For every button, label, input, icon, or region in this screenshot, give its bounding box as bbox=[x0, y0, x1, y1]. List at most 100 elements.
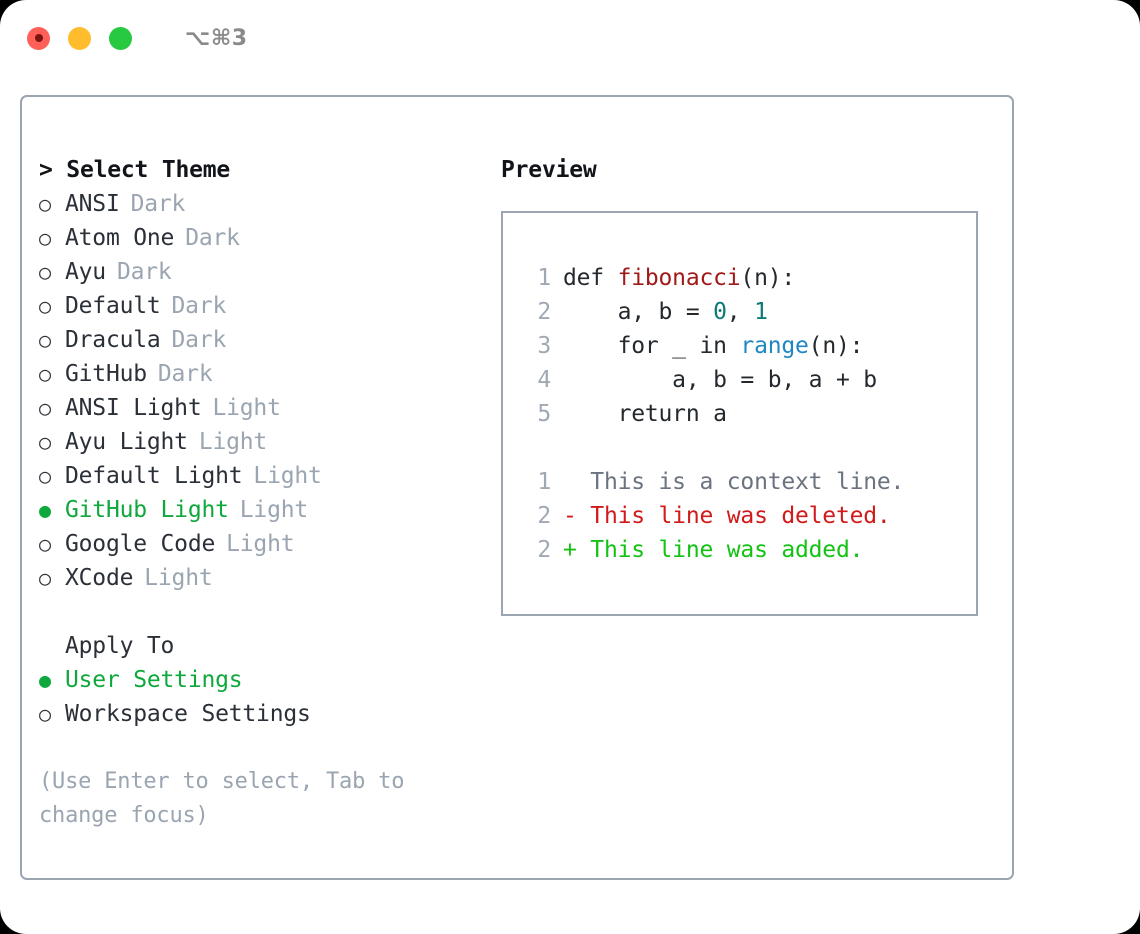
code-token-plain: , bbox=[726, 299, 755, 325]
theme-variant-badge: Light bbox=[212, 395, 281, 421]
line-number: 5 bbox=[537, 401, 551, 427]
radio-unselected-icon: ○ bbox=[39, 702, 51, 726]
theme-variant-badge: Light bbox=[226, 531, 295, 557]
theme-variant-badge: Dark bbox=[171, 327, 227, 353]
code-line: 5 return a bbox=[521, 397, 976, 431]
code-line-content: for _ in range(n): bbox=[563, 329, 864, 363]
line-number: 3 bbox=[537, 333, 551, 359]
code-line-content: def fibonacci(n): bbox=[563, 261, 795, 295]
select-theme-heading: > Select Theme bbox=[39, 157, 231, 183]
code-line-content: return a bbox=[563, 397, 727, 431]
maximize-window-button[interactable] bbox=[109, 26, 132, 50]
diff-line-text: This is a context line. bbox=[590, 469, 905, 495]
diff-line-add: 2 + This line was added. bbox=[521, 533, 976, 567]
diff-marker: - bbox=[563, 503, 591, 529]
code-token-plain: for _ in bbox=[563, 333, 741, 359]
theme-option-label: GitHub bbox=[65, 361, 147, 387]
theme-option-label: XCode bbox=[65, 565, 134, 591]
radio-unselected-icon: ○ bbox=[39, 226, 51, 250]
radio-selected-icon: ● bbox=[39, 668, 51, 692]
theme-option-github[interactable]: ○ GitHub Dark bbox=[39, 357, 489, 391]
close-window-button[interactable] bbox=[27, 26, 50, 50]
code-line: 3 for _ in range(n): bbox=[521, 329, 976, 363]
diff-marker bbox=[563, 465, 590, 499]
radio-unselected-icon: ○ bbox=[39, 532, 51, 556]
theme-option-xcode[interactable]: ○ XCode Light bbox=[39, 561, 489, 595]
code-token-num: 0 bbox=[713, 299, 727, 325]
code-line-content: a, b = b, a + b bbox=[563, 363, 877, 397]
line-number: 2 bbox=[537, 537, 551, 563]
apply-to-option-user-settings[interactable]: ● User Settings bbox=[39, 663, 489, 697]
theme-variant-badge: Dark bbox=[116, 259, 172, 285]
apply-to-section: Apply To ● User Settings ○ Workspace Settin… bbox=[39, 629, 489, 731]
theme-option-label: Atom One bbox=[65, 225, 175, 251]
traffic-lights bbox=[27, 26, 132, 50]
theme-variant-badge: Dark bbox=[157, 361, 213, 387]
theme-option-default[interactable]: ○ Default Dark bbox=[39, 289, 489, 323]
line-number: 2 bbox=[537, 503, 551, 529]
code-token-plain: return a bbox=[563, 401, 727, 427]
code-token-plain: a, b = bbox=[563, 299, 714, 325]
code-token-call: range bbox=[740, 333, 809, 359]
apply-to-heading: Apply To bbox=[65, 633, 175, 659]
code-line-content: a, b = 0, 1 bbox=[563, 295, 768, 329]
theme-variant-badge: Dark bbox=[171, 293, 227, 319]
radio-unselected-icon: ○ bbox=[39, 328, 51, 352]
code-spacer bbox=[521, 431, 976, 465]
code-token-num: 1 bbox=[754, 299, 768, 325]
theme-variant-badge: Light bbox=[253, 463, 322, 489]
code-token-plain: a, b = b, a + b bbox=[563, 367, 877, 393]
radio-unselected-icon: ○ bbox=[39, 260, 51, 284]
radio-unselected-icon: ○ bbox=[39, 566, 51, 590]
theme-variant-badge: Light bbox=[198, 429, 268, 455]
minimize-window-button[interactable] bbox=[68, 26, 91, 50]
diff-marker: + bbox=[563, 537, 591, 563]
theme-variant-badge: Light bbox=[144, 565, 213, 591]
diff-line-text: This line was added. bbox=[590, 537, 864, 563]
radio-unselected-icon: ○ bbox=[39, 396, 51, 420]
theme-option-label: Default bbox=[65, 293, 161, 319]
preview-heading: Preview bbox=[501, 157, 597, 183]
apply-to-option-label: User Settings bbox=[65, 667, 243, 693]
keyboard-hint-text: (Use Enter to select, Tab to change focu… bbox=[39, 769, 405, 828]
theme-option-atom-one[interactable]: ○ Atom One Dark bbox=[39, 221, 489, 255]
theme-option-label: Ayu bbox=[65, 259, 106, 285]
theme-option-label: Default Light bbox=[65, 463, 243, 489]
code-token-fn: fibonacci bbox=[617, 265, 741, 291]
theme-variant-badge: Light bbox=[239, 497, 309, 523]
apply-to-option-list[interactable]: ● User Settings ○ Workspace Settings bbox=[39, 663, 489, 731]
theme-option-label: ANSI bbox=[65, 191, 120, 217]
theme-option-ansi-light[interactable]: ○ ANSI Light Light bbox=[39, 391, 489, 425]
theme-option-ayu[interactable]: ○ Ayu Dark bbox=[39, 255, 489, 289]
apply-to-option-label: Workspace Settings bbox=[65, 701, 311, 727]
radio-unselected-icon: ○ bbox=[39, 294, 51, 318]
diff-line-ctx: 1 This is a context line. bbox=[521, 465, 976, 499]
radio-unselected-icon: ○ bbox=[39, 192, 51, 216]
line-number: 2 bbox=[537, 299, 551, 325]
radio-unselected-icon: ○ bbox=[39, 362, 51, 386]
code-line: 4 a, b = b, a + b bbox=[521, 363, 976, 397]
theme-option-label: Google Code bbox=[65, 531, 216, 557]
theme-option-label: ANSI Light bbox=[65, 395, 202, 421]
diff-sample: 1 This is a context line.2- This line wa… bbox=[521, 465, 976, 567]
code-token-plain: (n): bbox=[808, 333, 864, 359]
radio-selected-icon: ● bbox=[39, 498, 51, 522]
diff-line-del: 2- This line was deleted. bbox=[521, 499, 976, 533]
theme-option-google-code[interactable]: ○ Google Code Light bbox=[39, 527, 489, 561]
theme-variant-badge: Dark bbox=[185, 225, 240, 251]
apply-to-option-workspace-settings[interactable]: ○ Workspace Settings bbox=[39, 697, 489, 731]
line-number: 4 bbox=[537, 367, 551, 393]
